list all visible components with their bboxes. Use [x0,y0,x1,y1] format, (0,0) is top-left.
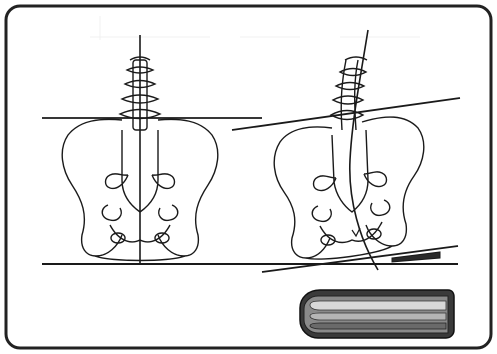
wallet-icon [300,290,454,338]
